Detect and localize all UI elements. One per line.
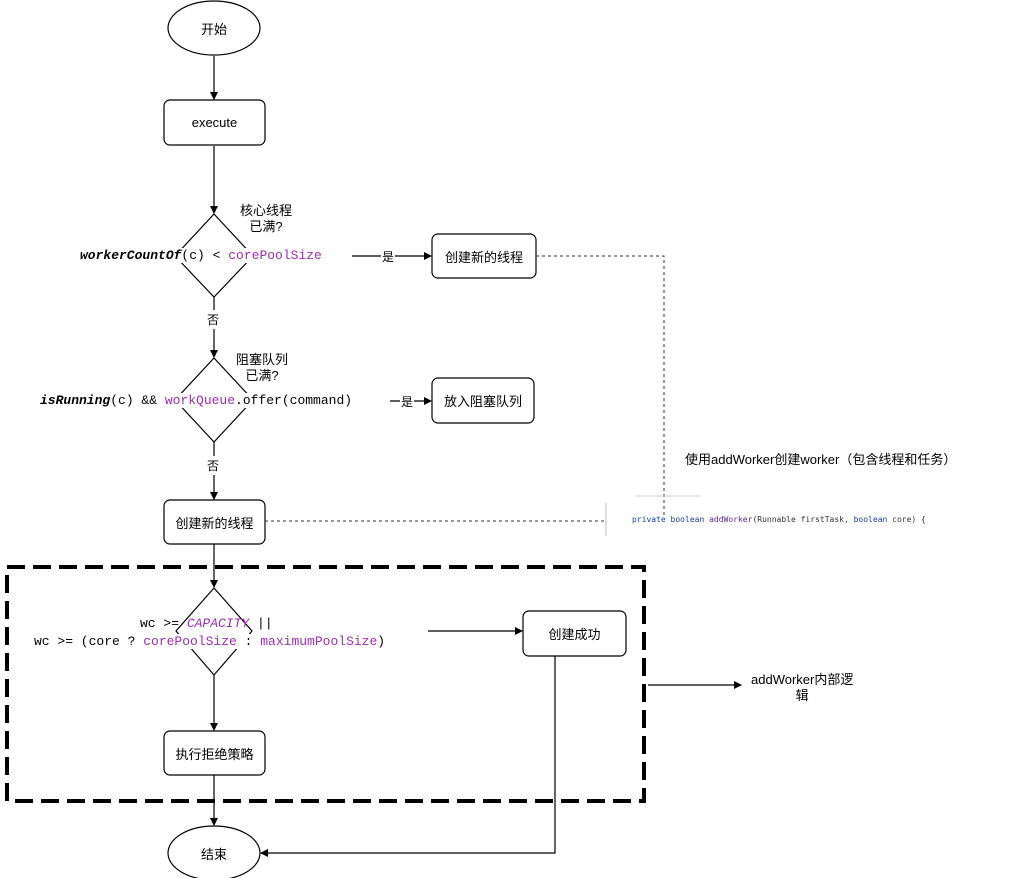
cap-line2-field1: corePoolSize: [143, 634, 237, 649]
end-node: 结束: [200, 846, 227, 862]
execute-node: execute: [191, 115, 238, 130]
edge-label-no-2: 否: [207, 456, 220, 475]
core-full-expression: workerCountOf(c) < corePoolSize: [80, 248, 322, 263]
expr-func-workercountof: workerCountOf: [80, 248, 182, 263]
cap-line1-const: CAPACITY: [186, 616, 250, 631]
add-worker-inner-note: addWorker内部逻 辑: [751, 672, 854, 703]
start-node-shape: [167, 0, 261, 56]
execute-node-shape: [163, 99, 266, 146]
create-thread-node-1: 创建新的线程: [444, 249, 523, 265]
edge-label-yes-1: 是: [381, 248, 396, 265]
queue-full-expression: isRunning(c) && workQueue.offer(command): [40, 393, 353, 408]
cap-line2-sep: :: [236, 634, 261, 649]
capacity-expression-line2: wc >= (core ? corePoolSize : maximumPool…: [34, 634, 386, 649]
expr-func-isrunning: isRunning: [40, 393, 111, 408]
add-worker-code-snippet: private boolean addWorker(Runnable first…: [632, 515, 926, 524]
snip-boolean-2: boolean: [853, 515, 888, 524]
enqueue-node-shape: [431, 377, 535, 424]
cap-line2-field2: maximumPoolSize: [260, 634, 378, 649]
queue-full-question: 阻塞队列 已满?: [236, 352, 289, 383]
edge-label-yes-2: 是: [400, 393, 415, 410]
reject-node: 执行拒绝策略: [175, 746, 254, 762]
cap-line2-suffix: ): [377, 634, 386, 649]
cap-line1-prefix: wc >=: [140, 616, 187, 631]
snip-params-b: core) {: [887, 515, 926, 524]
create-thread-node-2: 创建新的线程: [175, 515, 254, 531]
start-node: 开始: [200, 21, 227, 37]
cap-line1-suffix: ||: [249, 616, 273, 631]
snip-private: private: [632, 515, 666, 524]
expr-field-corepoolsize: corePoolSize: [228, 248, 322, 263]
snip-method: addWorker: [709, 515, 753, 524]
add-worker-note: 使用addWorker创建worker（包含线程和任务）: [685, 452, 957, 467]
create-success-node: 创建成功: [548, 627, 601, 642]
arrow-success-end: [260, 656, 556, 857]
capacity-expression-line1: wc >= CAPACITY ||: [140, 616, 273, 631]
core-full-question: 核心线程 已满?: [240, 203, 293, 234]
expr-arg-c: (c) <: [181, 248, 229, 263]
snip-boolean: boolean: [670, 515, 705, 524]
dotted-link-thread1: [536, 255, 665, 515]
expr-field-workqueue: workQueue: [164, 393, 236, 408]
create-success-shape: [522, 610, 627, 657]
cap-line2-prefix: wc >= (core ?: [34, 634, 144, 649]
enqueue-node: 放入阻塞队列: [443, 394, 522, 409]
edge-label-no-1: 否: [207, 310, 220, 329]
addworker-logic-frame: [5, 565, 646, 803]
snip-params-a: (Runnable firstTask,: [752, 515, 854, 524]
capacity-decision-shape: [175, 587, 253, 676]
expr-tail-offer: .offer(command): [235, 393, 353, 408]
expr-mid: (c) &&: [110, 393, 165, 408]
